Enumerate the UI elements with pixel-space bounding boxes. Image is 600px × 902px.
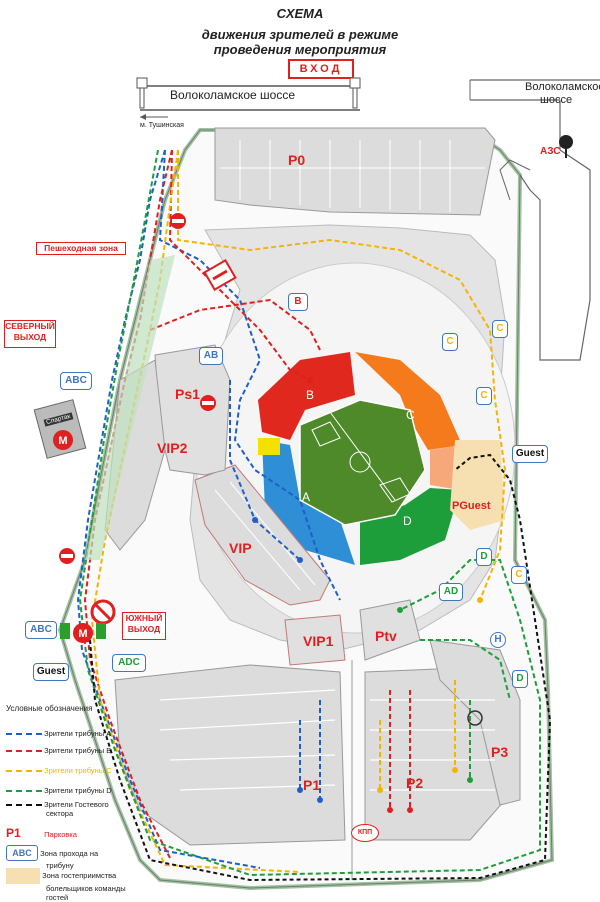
zone-badge-c-2: C [442,333,458,351]
metro-station-north: M [33,399,87,459]
no-entry-sign-west [59,548,75,564]
parking-p2-label: P2 [406,775,424,791]
zone-badge-guest-east: Guest [512,445,548,463]
north-exit-label-line-2: ВЫХОД [13,332,47,342]
legend-hospitality-label-2: болельщиков команды гостей [46,884,126,902]
stand-d [360,488,460,565]
parking-vip1-label: VIP1 [303,633,334,649]
parking-ptv-label: Ptv [375,628,397,644]
legend: Условные обозначения Зрители трибуны А З… [6,704,156,902]
north-exit-label-line-1: СЕВЕРНЫЙ [5,321,55,331]
parking-vip2-label: VIP2 [157,440,188,456]
legend-item-b: Зрители трибуны В [44,746,112,755]
route-c-gates [377,597,483,793]
highway-label-right-2: шоссе [540,94,573,106]
schema-subtitle-1: движения зрителей в режиме [201,27,399,42]
zone-badge-guest-south: Guest [33,663,69,681]
south-exit-label-line-2: ВЫХОД [127,624,161,634]
schema-title: СХЕМА [276,6,324,21]
metro-station-south: M [60,623,106,643]
route-a [76,149,341,869]
zone-badge-c-4: C [511,566,527,584]
zone-badge-c-1: C [492,320,508,338]
stand-a [262,440,355,565]
no-pedestrian-sign [90,599,116,625]
svg-text:M: M [78,628,87,640]
route-d [78,149,541,877]
stand-c [355,352,462,450]
stand-a-label: A [302,490,311,504]
legend-pass-symbol: ABC [6,845,38,861]
route-guest [89,453,552,882]
stand-b-label: B [306,388,315,402]
legend-parking-label: Парковка [44,830,77,839]
parking-p3-label: P3 [491,744,509,760]
legend-title: Условные обозначения [6,704,93,713]
zone-badge-c-3: C [476,387,492,405]
highway [136,77,600,150]
guest-hospitality-zone [450,440,505,530]
zone-badge-abc: ABC [60,372,92,390]
zone-badge-adc: ADC [112,654,146,672]
svg-text:M: M [58,435,67,447]
stand-d-label: D [403,514,412,528]
legend-parking-symbol: P1 [6,826,21,840]
zone-badge-b: B [288,293,308,311]
highway-label-right-1: Волоколамское [525,81,600,93]
south-exit-label: ЮЖНЫЙ ВЫХОД [122,612,166,640]
legend-item-c: Зрители трибуны С [44,766,112,775]
checkpoint-label: КПП [351,824,379,842]
legend-item-guest-1: Зрители Гостевого [44,800,109,809]
route-b [83,149,411,859]
pedestrian-zone-area [85,255,175,560]
stand-b [258,352,355,440]
route-b-gates [307,377,413,813]
no-entry-sign-north [170,213,186,229]
highway-label-left: Волоколамское шоссе [170,88,295,102]
parking-ps1-label: Ps1 [175,386,200,402]
vip-parking-block [194,464,331,606]
wheelchair-icon [467,710,483,726]
entry-label: ВХОД [288,59,354,79]
zone-badge-ad: AD [439,583,463,601]
zone-badge-abc-south: ABC [25,621,57,639]
legend-hospitality-label-1: Зона гостеприимства [42,870,117,880]
spartak-logo [203,258,237,292]
north-exit-label: СЕВЕРНЫЙ ВЫХОД [4,320,56,348]
parking-pguest-label: PGuest [452,500,491,512]
pedestrian-zone-label: Пешеходная зона [36,242,126,255]
zone-badge-d-1: D [476,548,492,566]
legend-pass-label-1: Зона прохода на [40,849,99,858]
stand-c-label: C [406,408,415,422]
parking-p0-label: P0 [288,152,306,168]
gas-station-label: АЗС [540,146,561,157]
route-a-gates [252,517,323,803]
schema-subtitle-2: проведения мероприятия [213,42,387,57]
yellow-sector [258,438,280,455]
route-d-gates [397,607,473,783]
parking-vip-label: VIP [229,540,252,556]
parking-p0 [214,127,496,216]
gas-station-icon [559,135,573,158]
stadium-bowl [258,352,462,565]
south-exit-label-line-1: ЮЖНЫЙ [125,613,163,623]
legend-item-a: Зрители трибуны А [44,729,112,738]
zone-badge-d-2: D [512,670,528,688]
no-entry-sign-middle [200,395,216,411]
metro-direction-label: м. Тушинская [140,122,184,129]
legend-item-guest-2: сектора [46,809,74,818]
legend-hospitality-swatch [6,868,40,884]
zone-badge-ab: AB [199,347,223,365]
parking-p1-label: P1 [303,777,321,793]
legend-item-d: Зрители трибуны D [44,786,112,795]
pitch [299,399,426,526]
legend-pass-label-2: трибуну [46,861,74,870]
helipad-badge: H [490,632,506,648]
